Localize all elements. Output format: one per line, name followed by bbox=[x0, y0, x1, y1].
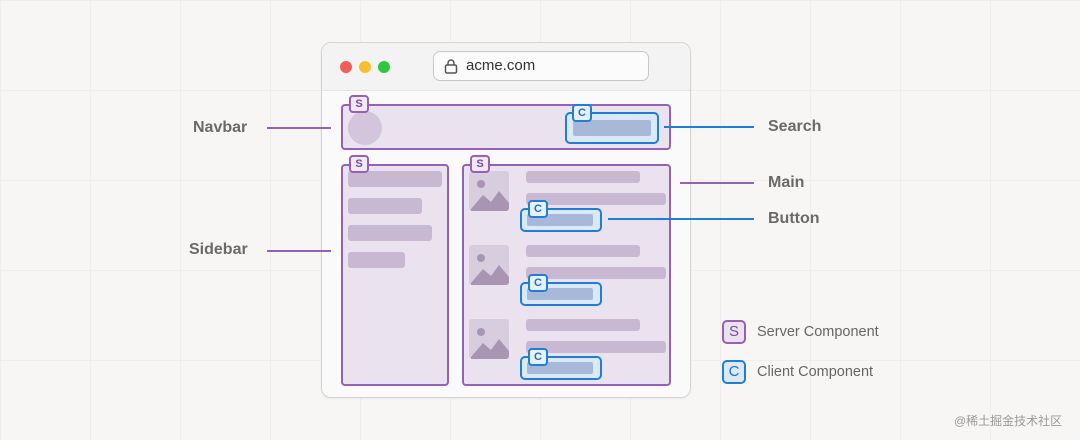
main-text-bar bbox=[526, 267, 666, 279]
sidebar-bar bbox=[348, 171, 442, 187]
address-bar: acme.com bbox=[433, 51, 649, 81]
main-text-bar bbox=[526, 341, 666, 353]
browser-window: acme.com C S S bbox=[321, 42, 691, 398]
sidebar-connector bbox=[267, 250, 331, 252]
client-badge: C bbox=[528, 200, 548, 218]
search-component bbox=[565, 112, 659, 144]
button-connector bbox=[608, 218, 754, 220]
watermark: @稀土掘金技术社区 bbox=[954, 414, 1063, 428]
sidebar-bar bbox=[348, 198, 422, 214]
legend-server-icon: S bbox=[722, 320, 746, 344]
legend-client-icon: C bbox=[722, 360, 746, 384]
navbar-connector bbox=[267, 127, 331, 129]
client-badge: C bbox=[528, 348, 548, 366]
lock-icon bbox=[444, 59, 458, 74]
sidebar-label: Sidebar bbox=[189, 241, 248, 258]
sidebar-bar bbox=[348, 252, 405, 268]
minimize-dot-icon bbox=[359, 61, 371, 73]
server-badge: S bbox=[470, 155, 490, 173]
avatar bbox=[348, 111, 382, 145]
browser-titlebar: acme.com bbox=[322, 43, 690, 91]
server-badge: S bbox=[349, 95, 369, 113]
navbar-label: Navbar bbox=[193, 119, 248, 136]
legend-client-text: Client Component bbox=[757, 364, 874, 380]
client-badge: C bbox=[528, 274, 548, 292]
main-text-bar bbox=[526, 319, 640, 331]
main-component: C C C bbox=[462, 164, 671, 386]
close-dot-icon bbox=[340, 61, 352, 73]
search-connector bbox=[664, 126, 754, 128]
sidebar-bar bbox=[348, 225, 432, 241]
image-icon bbox=[469, 319, 509, 359]
server-badge: S bbox=[349, 155, 369, 173]
search-placeholder-bar bbox=[573, 120, 651, 136]
maximize-dot-icon bbox=[378, 61, 390, 73]
url-text: acme.com bbox=[466, 57, 536, 74]
main-connector bbox=[680, 182, 754, 184]
main-text-bar bbox=[526, 245, 640, 257]
image-icon bbox=[469, 171, 509, 211]
search-label: Search bbox=[768, 118, 822, 135]
client-badge: C bbox=[572, 104, 592, 122]
legend-server-text: Server Component bbox=[757, 324, 879, 340]
main-label: Main bbox=[768, 174, 805, 191]
navbar-component: C bbox=[341, 104, 671, 150]
sidebar-component bbox=[341, 164, 449, 386]
image-icon bbox=[469, 245, 509, 285]
button-label: Button bbox=[768, 210, 820, 227]
main-text-bar bbox=[526, 171, 640, 183]
main-text-bar bbox=[526, 193, 666, 205]
